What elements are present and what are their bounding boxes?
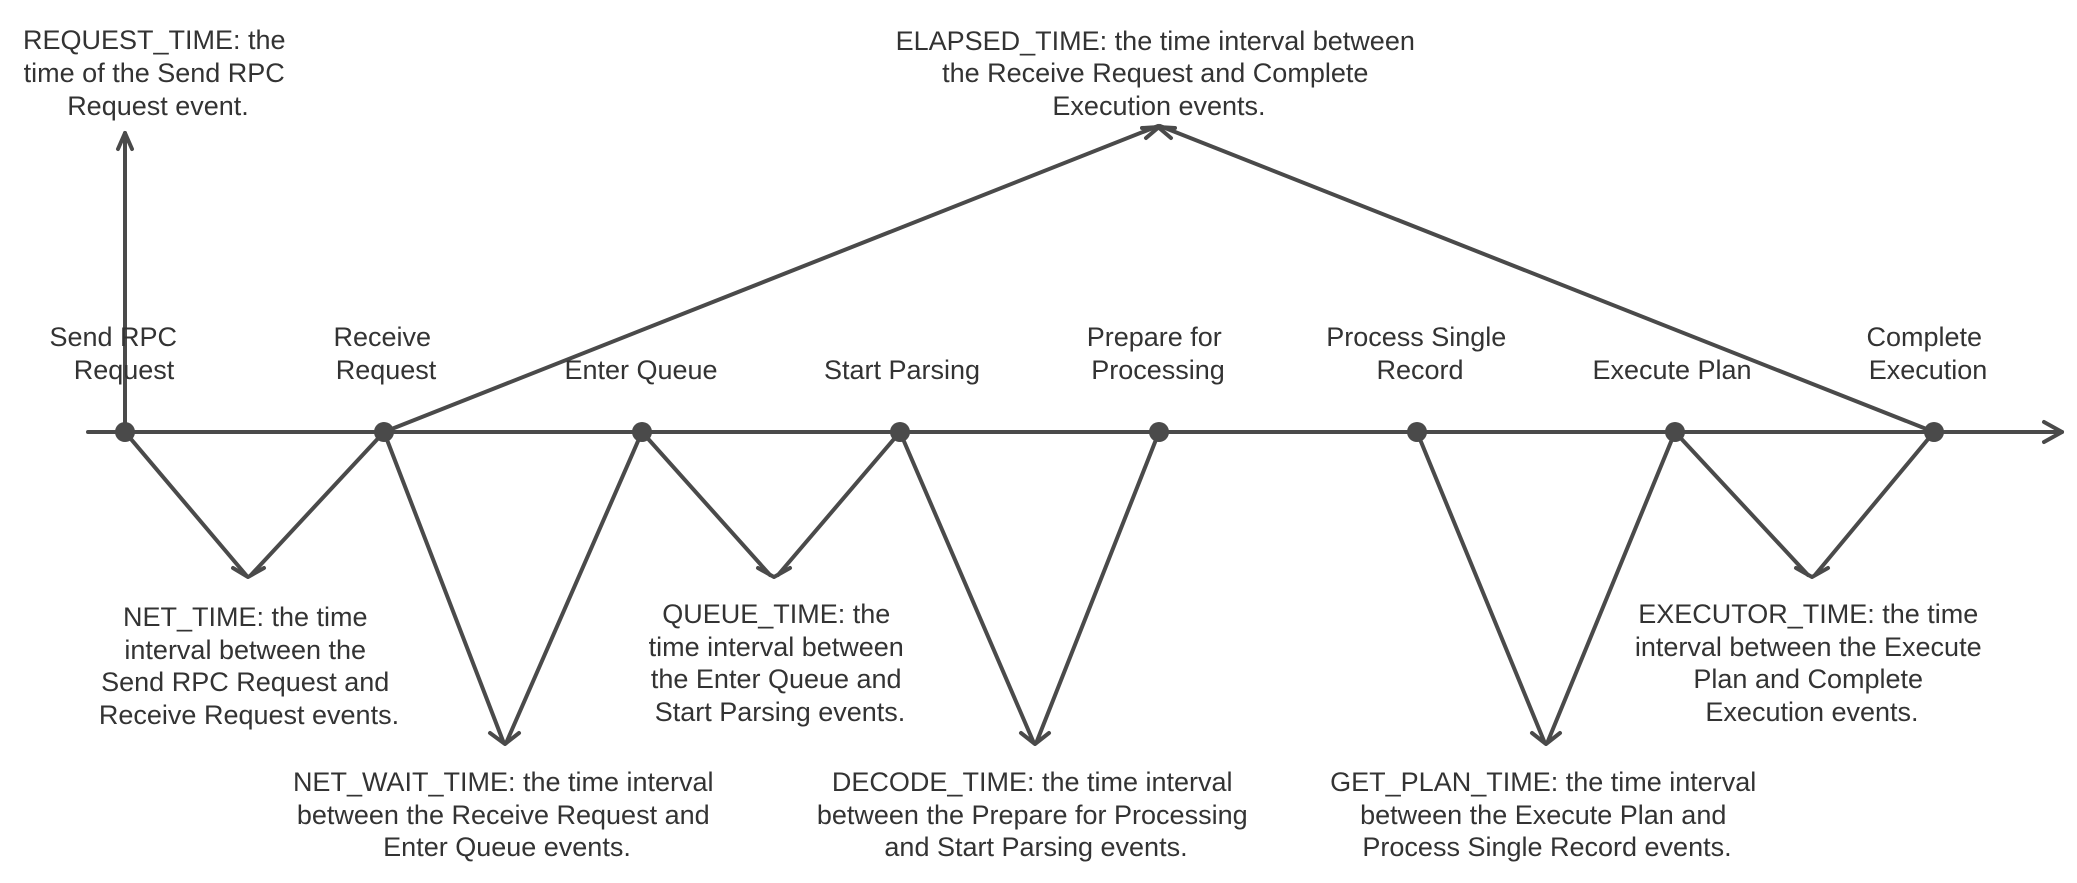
event-dot-send-rpc-request <box>115 422 135 442</box>
event-label-line: Receive <box>333 322 431 352</box>
elapsed-time-arrowhead-right <box>1156 125 1177 140</box>
annotation-line: Plan and Complete <box>1693 664 1923 694</box>
get-plan-time-arrow-right <box>1546 430 1677 743</box>
annotation-line: Start Parsing events. <box>655 697 906 727</box>
annotation-line: between the Receive Request and <box>297 800 710 830</box>
request-time-arrowhead <box>116 131 134 151</box>
annotation-line: NET_TIME: the time <box>123 602 368 632</box>
annotation-line: ELAPSED_TIME: the time interval between <box>896 26 1415 56</box>
event-label-send-rpc-request: Send RPC Request <box>49 322 184 385</box>
interval-arrows <box>116 124 1936 746</box>
annotation-line: the Receive Request and Complete <box>942 58 1368 88</box>
annotation-line: the Enter Queue and <box>651 664 902 694</box>
event-dot-execute-plan <box>1665 422 1685 442</box>
get-plan-time-annotation: GET_PLAN_TIME: the time interval between… <box>1330 767 1764 862</box>
get-plan-time-arrow-left <box>1415 430 1546 743</box>
event-dot-enter-queue <box>632 422 652 442</box>
timeline-axis-arrowhead <box>2042 420 2064 444</box>
event-label-line: Start Parsing <box>824 355 980 385</box>
timeline-axis <box>86 420 2064 444</box>
get-plan-time-arrowhead <box>1530 731 1562 746</box>
annotation-line: between the Prepare for Processing <box>817 800 1248 830</box>
event-label-line: Prepare for <box>1087 322 1222 352</box>
annotation-line: GET_PLAN_TIME: the time interval <box>1330 767 1756 797</box>
annotation-line: Enter Queue events. <box>383 832 631 862</box>
elapsed-time-annotation: ELAPSED_TIME: the time interval between … <box>896 26 1423 121</box>
annotation-line: Request event. <box>67 91 249 121</box>
net-time-annotation: NET_TIME: the time interval between the … <box>99 602 399 730</box>
annotation-line: Process Single Record events. <box>1362 832 1731 862</box>
event-label-line: Processing <box>1091 355 1225 385</box>
event-dot-receive-request <box>374 422 394 442</box>
event-label-line: Execution <box>1869 355 1988 385</box>
event-label-execute-plan: Execute Plan <box>1592 355 1751 385</box>
annotation-line: REQUEST_TIME: the <box>23 25 286 55</box>
annotation-line: NET_WAIT_TIME: the time interval <box>293 767 714 797</box>
event-label-line: Enter Queue <box>564 355 717 385</box>
annotation-line: DECODE_TIME: the time interval <box>832 767 1233 797</box>
event-dot-prepare-for-processing <box>1149 422 1169 442</box>
net-time-arrow-left <box>123 430 248 577</box>
interval-annotations: REQUEST_TIME: the time of the Send RPC R… <box>23 25 1989 862</box>
decode-time-arrowhead <box>1019 731 1051 746</box>
annotation-line: and Start Parsing events. <box>884 832 1187 862</box>
net-wait-time-arrowhead <box>488 731 521 746</box>
event-label-process-single-record: Process Single Record <box>1326 322 1514 385</box>
annotation-line: time of the Send RPC <box>24 58 285 88</box>
executor-time-arrow-right <box>1813 430 1936 577</box>
event-label-complete-execution: Complete Execution <box>1866 322 1989 385</box>
annotation-line: time interval between <box>649 632 904 662</box>
annotation-line: interval between the Execute <box>1635 632 1982 662</box>
event-dot-start-parsing <box>890 422 910 442</box>
annotation-line: Execution events. <box>1705 697 1918 727</box>
annotation-line: interval between the <box>124 635 366 665</box>
event-label-line: Process Single <box>1326 322 1506 352</box>
event-label-line: Execute Plan <box>1592 355 1751 385</box>
decode-time-arrow-left <box>898 430 1035 743</box>
event-label-receive-request: Receive Request <box>333 322 438 385</box>
event-label-line: Request <box>74 355 175 385</box>
decode-time-annotation: DECODE_TIME: the time interval between t… <box>817 767 1255 862</box>
executor-time-arrow-left <box>1673 430 1810 577</box>
net-wait-time-arrow-left <box>382 430 505 743</box>
net-wait-time-annotation: NET_WAIT_TIME: the time interval between… <box>293 767 721 862</box>
event-label-prepare-for-processing: Prepare for Processing <box>1087 322 1230 385</box>
event-label-line: Record <box>1376 355 1463 385</box>
event-label-enter-queue: Enter Queue <box>564 355 717 385</box>
event-label-line: Complete <box>1866 322 1982 352</box>
event-labels: Send RPC Request Receive Request Enter Q… <box>49 322 1989 385</box>
net-time-arrowhead <box>231 566 266 579</box>
decode-time-arrow-right <box>1035 430 1161 743</box>
event-dot-process-single-record <box>1407 422 1427 442</box>
annotation-line: between the Execute Plan and <box>1360 800 1726 830</box>
queue-time-arrow-left <box>640 430 772 577</box>
annotation-line: QUEUE_TIME: the <box>662 599 890 629</box>
annotation-line: Execution events. <box>1052 91 1265 121</box>
event-label-line: Send RPC <box>49 322 177 352</box>
annotation-line: Send RPC Request and <box>101 667 389 697</box>
annotation-line: EXECUTOR_TIME: the time <box>1638 599 1978 629</box>
queue-time-annotation: QUEUE_TIME: the time interval between th… <box>649 599 912 727</box>
annotation-line: Receive Request events. <box>99 700 399 730</box>
net-time-arrow-right <box>249 430 386 577</box>
event-label-line: Request <box>336 355 437 385</box>
event-dots <box>115 422 1944 442</box>
net-wait-time-arrow-right <box>505 430 644 743</box>
request-time-annotation: REQUEST_TIME: the time of the Send RPC R… <box>23 25 293 121</box>
queue-time-arrow-right <box>776 430 902 577</box>
event-dot-complete-execution <box>1924 422 1944 442</box>
event-label-start-parsing: Start Parsing <box>824 355 980 385</box>
executor-time-arrowhead <box>1794 566 1830 579</box>
executor-time-annotation: EXECUTOR_TIME: the time interval between… <box>1635 599 1989 727</box>
queue-time-arrowhead <box>756 566 792 579</box>
elapsed-time-arrow-left <box>382 124 1160 434</box>
elapsed-time-arrow-right <box>1158 124 1936 434</box>
